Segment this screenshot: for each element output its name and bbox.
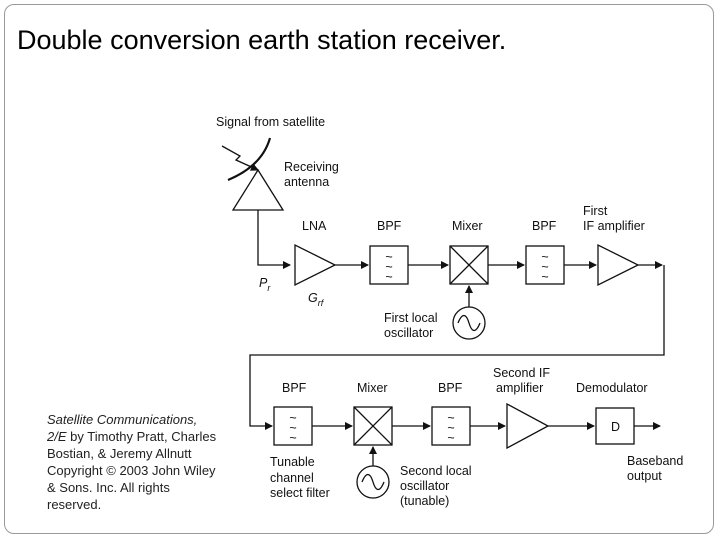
if2-label-1: Second IF [493, 366, 550, 380]
lo2-label-3: (tunable) [400, 494, 449, 508]
antenna-label-1: Receiving [284, 160, 339, 174]
lo1-label-1: First local [384, 311, 437, 325]
svg-text:~: ~ [541, 270, 548, 284]
if2-label-2: amplifier [496, 381, 543, 395]
svg-text:~: ~ [447, 431, 454, 445]
bpf2-label: BPF [532, 219, 557, 233]
bpf2-box [525, 245, 565, 285]
filter-symbol: ~ [289, 411, 296, 425]
antenna-label-2: antenna [284, 175, 329, 189]
tunable-label-2: channel [270, 471, 314, 485]
baseband-label-1: Baseband [627, 454, 683, 468]
demod-label: Demodulator [576, 381, 648, 395]
grf-label: Grf [308, 291, 325, 308]
antenna-dish [227, 137, 272, 182]
bpf4-label: BPF [438, 381, 463, 395]
mixer2-label: Mixer [357, 381, 388, 395]
baseband-label-2: output [627, 469, 662, 483]
bpf1-label: BPF [377, 219, 402, 233]
pr-label: Pr [259, 276, 271, 293]
bpf3-label: BPF [282, 381, 307, 395]
copyright-notice: Copyright © 2003 John Wiley & Sons. Inc.… [47, 463, 216, 512]
lna-amplifier [294, 243, 337, 287]
lo1-label-2: oscillator [384, 326, 433, 340]
mixer1-label: Mixer [452, 219, 483, 233]
tunable-label-1: Tunable [270, 455, 315, 469]
svg-text:~: ~ [289, 431, 296, 445]
sine-icon [457, 314, 481, 332]
book-authors: by Timothy Pratt, Charles Bostian, & Jer… [47, 429, 217, 461]
svg-text:~: ~ [541, 260, 548, 274]
book-title: Satellite Communications, 2/E [47, 412, 198, 444]
tunable-label-3: select filter [270, 486, 330, 500]
if1-amplifier [597, 243, 640, 287]
interstage-line [249, 265, 665, 430]
demod-symbol: D [611, 420, 620, 434]
book-credit: Satellite Communications, 2/E by Timothy… [47, 411, 217, 533]
if1-label-2: IF amplifier [583, 219, 645, 233]
lo2-label-1: Second local [400, 464, 472, 478]
filter-symbol: ~ [385, 250, 392, 264]
filter-symbol: ~ [541, 250, 548, 264]
feed-line [257, 210, 291, 269]
svg-text:~: ~ [385, 270, 392, 284]
if2-amplifier [506, 402, 550, 450]
if1-label-1: First [583, 204, 608, 218]
bpf3-box [273, 406, 313, 446]
filter-symbol: ~ [447, 411, 454, 425]
lna-label: LNA [302, 219, 327, 233]
svg-text:~: ~ [447, 421, 454, 435]
lo2-label-2: oscillator [400, 479, 449, 493]
signal-label: Signal from satellite [216, 115, 325, 129]
demodulator-box [595, 407, 635, 445]
antenna-feed [231, 168, 285, 211]
sine-icon [361, 473, 385, 491]
svg-text:~: ~ [385, 260, 392, 274]
slide-title: Double conversion earth station receiver… [17, 25, 507, 55]
slide: Double conversion earth station receiver… [4, 4, 714, 534]
lightning-icon [221, 145, 259, 171]
svg-text:~: ~ [289, 421, 296, 435]
